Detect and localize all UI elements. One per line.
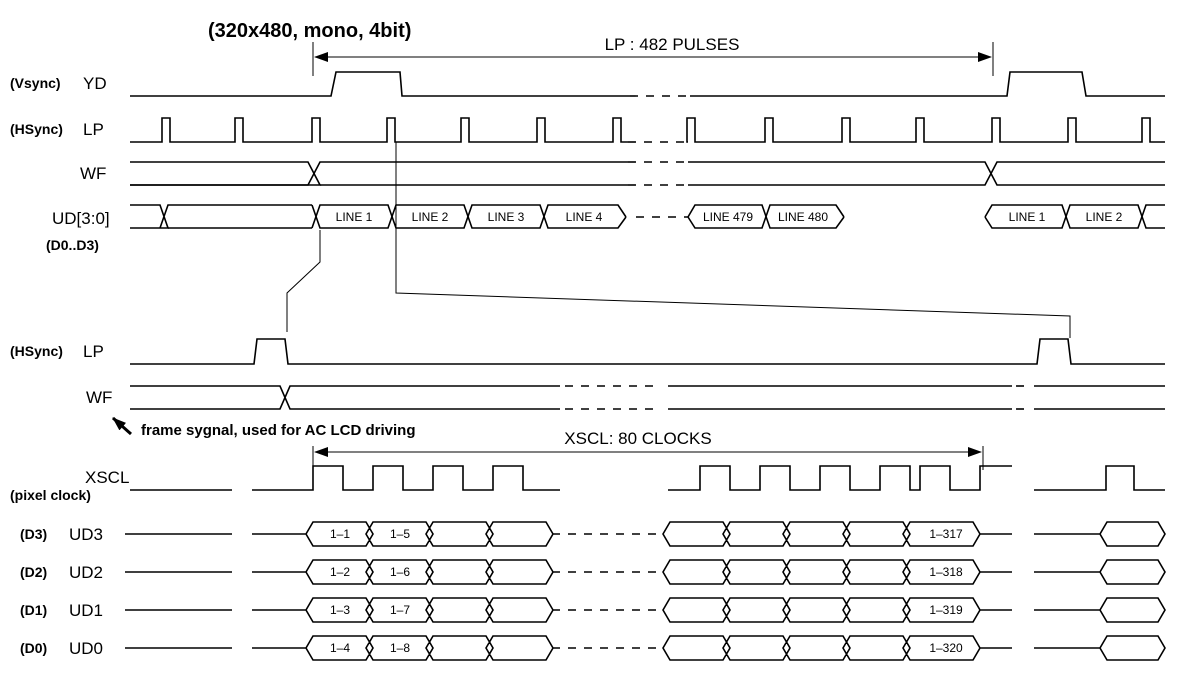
wf-signal-bottom: WF [86,385,1165,410]
annotation-text: frame sygnal, used for AC LCD driving [141,422,416,439]
ud-sub-label: (D0..D3) [46,237,99,253]
data-line-prefix: (D1) [20,602,47,618]
lp-signal-top: (HSync) LP [10,117,1165,143]
data-bit-label: 1–7 [390,603,410,617]
data-line-prefix: (D0) [20,640,47,656]
data-bit-label: 1–1 [330,527,350,541]
data-bit-label: 1–5 [390,527,410,541]
line-label: LINE 1 [1009,210,1046,224]
wf-signal-top: WF [80,161,1165,186]
xscl-clocks-measure: XSCL: 80 CLOCKS [312,429,984,470]
frame-signal-annotation: frame sygnal, used for AC LCD driving [112,416,416,439]
yd-label: YD [83,74,107,93]
data-line-name: UD0 [69,639,103,658]
line-label: LINE 1 [336,210,373,224]
lp-label: LP [83,120,104,139]
wf-label: WF [80,164,106,183]
data-line-prefix: (D2) [20,564,47,580]
data-bit-label: 1–4 [330,641,350,655]
data-bit-label: 1–320 [929,641,963,655]
data-bit-label: 1–318 [929,565,963,579]
data-line-name: UD2 [69,563,103,582]
yd-signal: (Vsync) YD [10,71,1165,97]
lp-pulses-label: LP : 482 PULSES [605,35,740,54]
data-bit-label: 1–2 [330,565,350,579]
data-lines: (D3) UD3 1–1 1–5 1–317 (D2) UD2 1–2 1–6 1–318 (D1)… [20,521,1166,661]
line-label: LINE 479 [703,210,753,224]
xscl-clocks-label: XSCL: 80 CLOCKS [564,429,711,448]
data-line-name: UD1 [69,601,103,620]
vsync-prefix: (Vsync) [10,75,61,91]
data-line-ud2: (D2) UD2 1–2 1–6 1–318 [20,559,1166,585]
lp-signal-bottom: (HSync) LP [10,338,1165,365]
lp-label: LP [83,342,104,361]
data-bit-label: 1–8 [390,641,410,655]
data-bit-label: 1–3 [330,603,350,617]
data-line-ud0: (D0) UD0 1–4 1–8 1–320 [20,635,1166,661]
lp-pulses-measure: LP : 482 PULSES [312,35,994,76]
data-bit-label: 1–6 [390,565,410,579]
xscl-sub-label: (pixel clock) [10,487,91,503]
diagram-title: (320x480, mono, 4bit) [208,20,411,42]
data-line-prefix: (D3) [20,526,47,542]
hsync-prefix: (HSync) [10,121,63,137]
line-label: LINE 2 [412,210,449,224]
hsync-prefix: (HSync) [10,343,63,359]
ud-label: UD[3:0] [52,209,110,228]
line-label: LINE 480 [778,210,828,224]
data-bit-label: 1–317 [929,527,963,541]
line-label: LINE 4 [566,210,603,224]
ud-bus-top: UD[3:0] (D0..D3) LINE 1 LINE 2 LINE 3 LI… [46,204,1165,253]
xscl-label: XSCL [85,468,129,487]
xscl-signal: XSCL (pixel clock) [10,465,1165,503]
data-line-name: UD3 [69,525,103,544]
line-label: LINE 2 [1086,210,1123,224]
line-label: LINE 3 [488,210,525,224]
data-line-ud1: (D1) UD1 1–3 1–7 1–319 [20,597,1166,623]
data-bit-label: 1–319 [929,603,963,617]
wf-label: WF [86,388,112,407]
data-line-ud3: (D3) UD3 1–1 1–5 1–317 [20,521,1166,547]
zoom-connectors [286,142,1071,338]
